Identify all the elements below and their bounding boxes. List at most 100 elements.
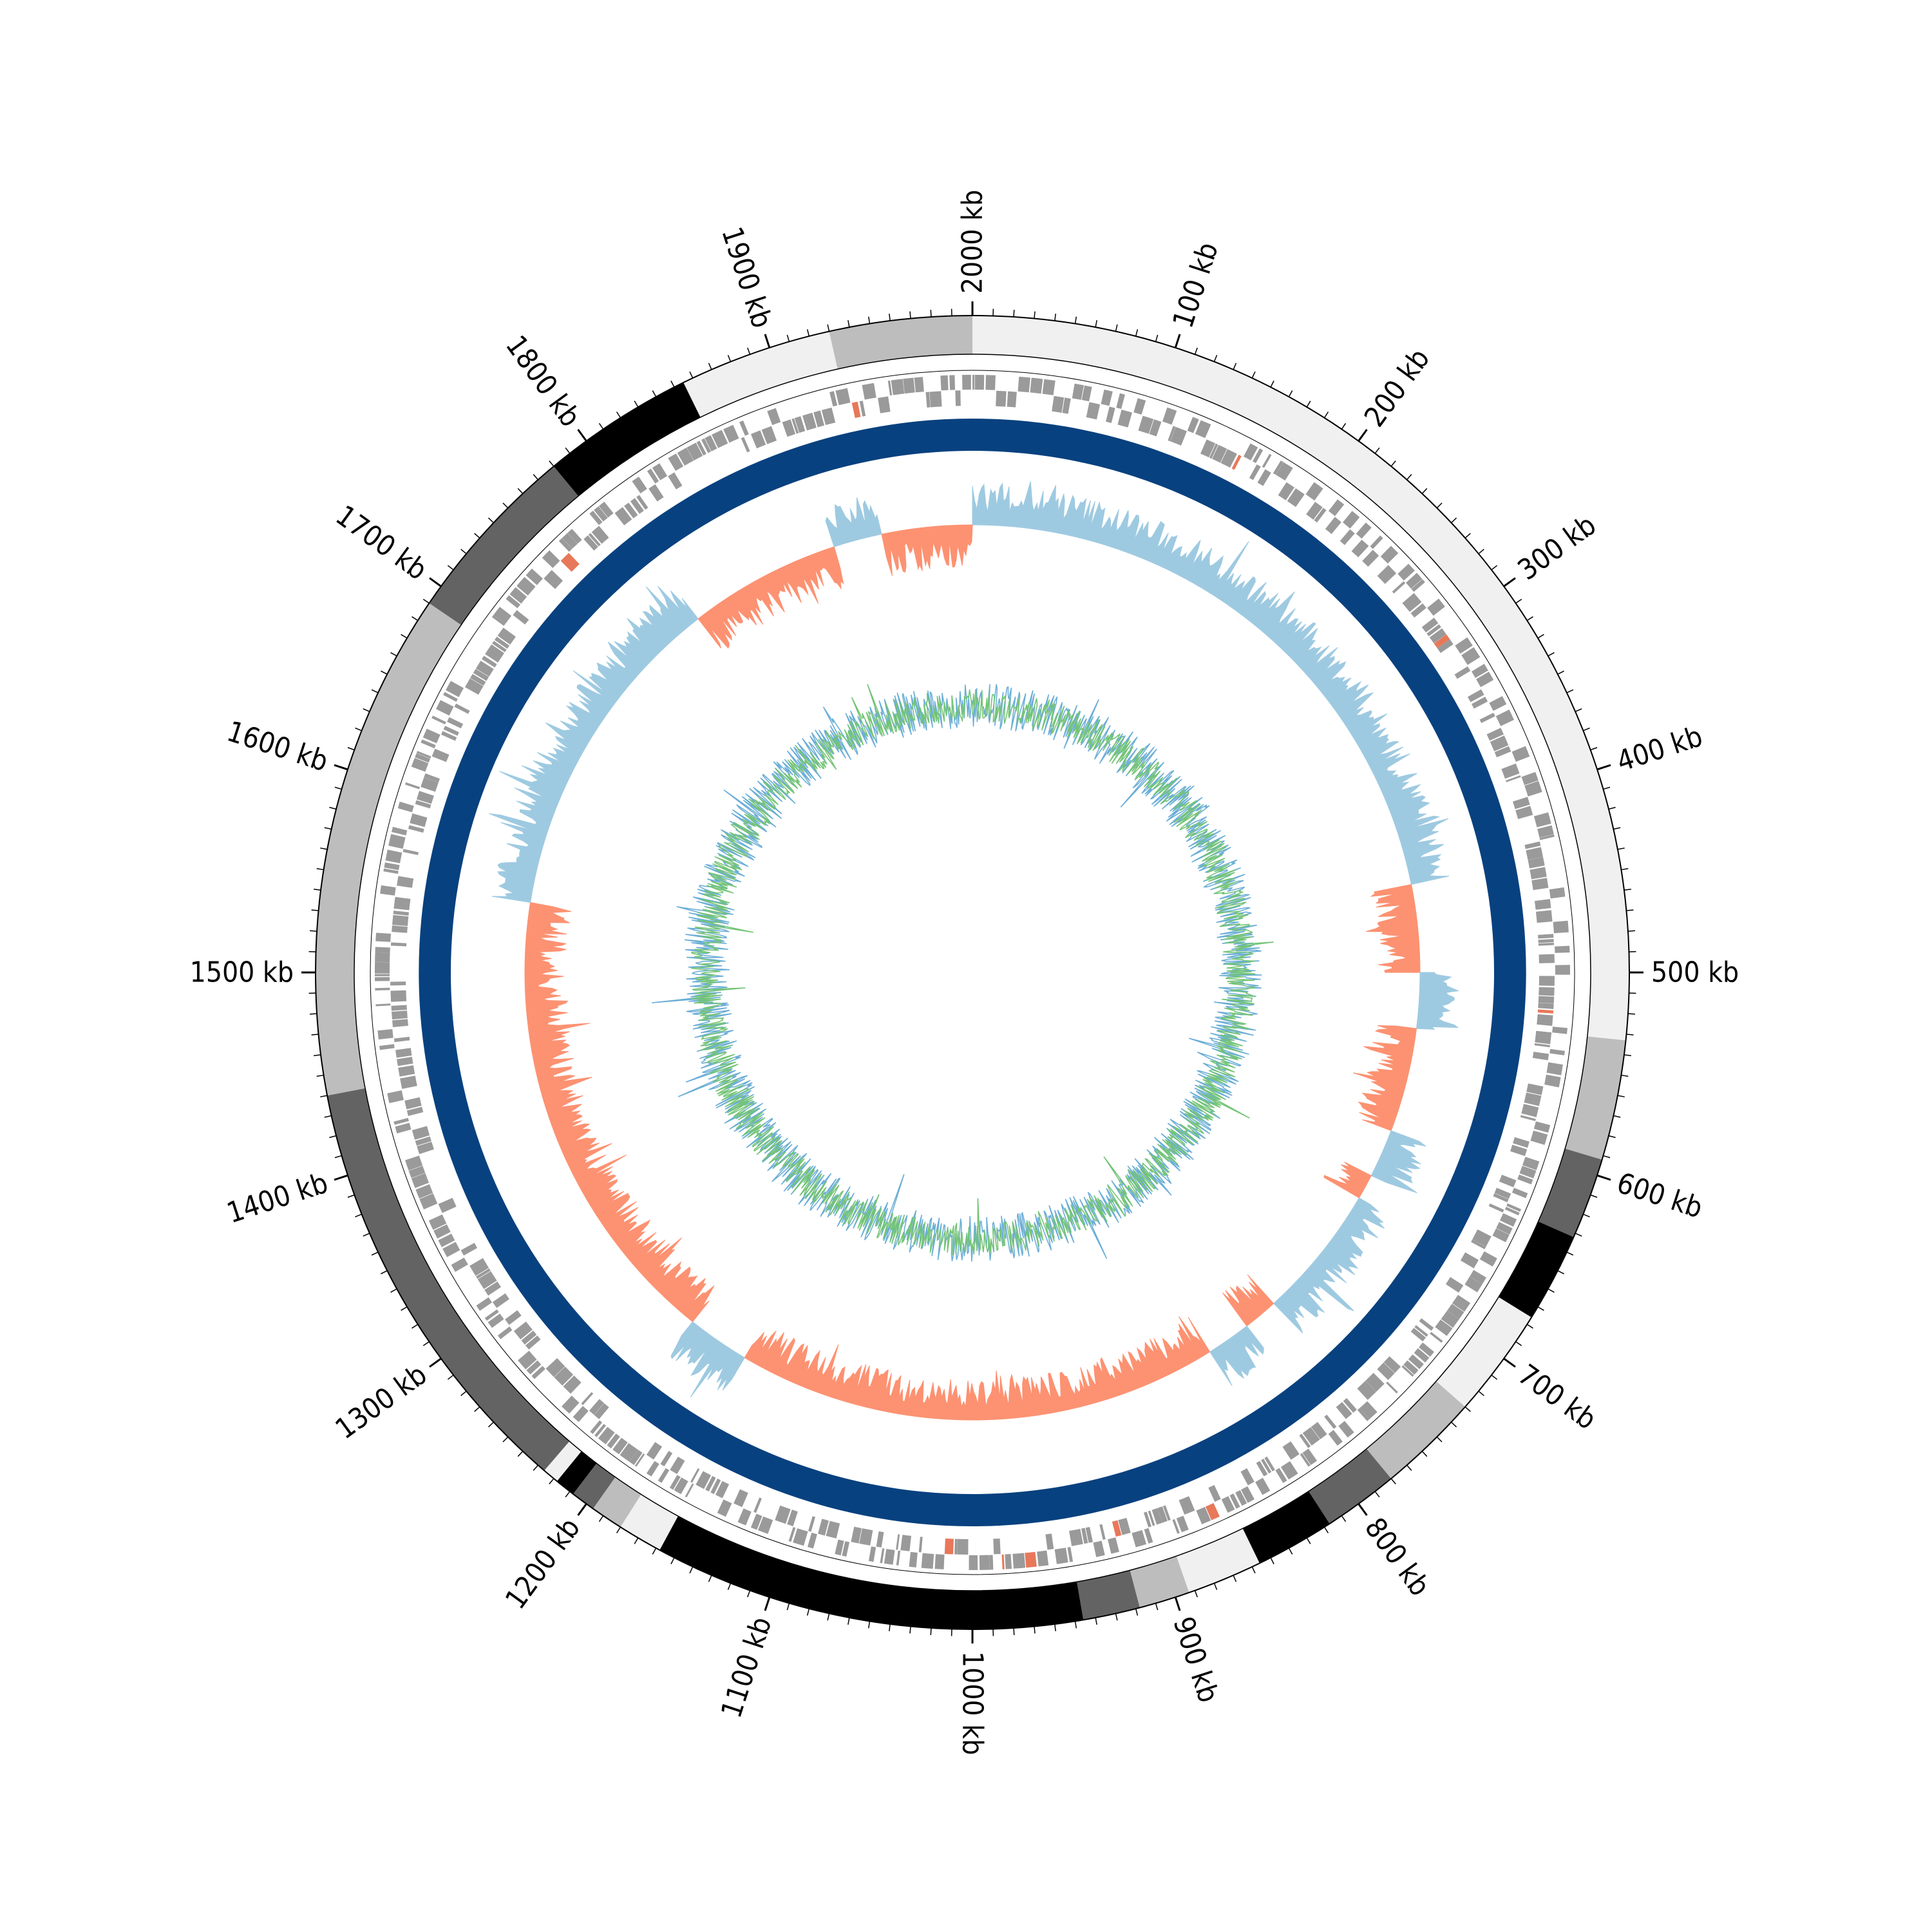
contig-segment-7 <box>1242 1491 1330 1564</box>
cds-feature <box>670 1456 685 1474</box>
cds-feature <box>1535 1030 1552 1045</box>
cds-feature <box>1132 1530 1147 1548</box>
cds-feature <box>491 614 506 626</box>
minor-tick <box>474 1406 480 1412</box>
tick-label-11: 1100 kb <box>715 1613 778 1722</box>
minor-tick <box>1478 1390 1484 1396</box>
cds-feature <box>412 1126 430 1140</box>
cds-feature <box>1386 1381 1398 1394</box>
cds-feature <box>1421 618 1439 633</box>
major-tick <box>1503 1358 1516 1368</box>
cds-feature <box>484 1309 499 1321</box>
minor-tick <box>565 447 571 454</box>
minor-tick <box>1155 1603 1159 1611</box>
cds-feature <box>1302 1448 1318 1465</box>
cds-feature <box>1539 954 1555 963</box>
minor-tick <box>320 848 328 850</box>
cds-feature <box>1544 1074 1561 1088</box>
cds-feature <box>989 1555 994 1570</box>
cds-feature <box>925 392 931 408</box>
minor-tick <box>549 460 554 467</box>
cds-feature <box>397 876 414 888</box>
cds-feature <box>1538 1003 1554 1009</box>
cds-feature <box>397 1056 413 1066</box>
cds-feature <box>392 1010 408 1019</box>
cds-feature <box>1460 1252 1479 1269</box>
minor-tick <box>909 311 911 319</box>
contig-segment-6 <box>1309 1448 1392 1524</box>
major-tick <box>1358 429 1368 442</box>
cds-feature <box>1472 1229 1492 1247</box>
cds-feature <box>1240 1486 1255 1503</box>
minor-tick <box>488 517 494 524</box>
cds-feature <box>1535 910 1553 923</box>
cds-feature <box>957 1539 969 1555</box>
cds-feature <box>473 668 489 681</box>
contig-segment-4 <box>1436 1297 1532 1407</box>
cds-feature <box>1365 1372 1385 1392</box>
cds-feature <box>1144 1528 1153 1544</box>
cds-track <box>370 370 1575 1575</box>
cds-feature <box>1402 592 1422 612</box>
cds-feature <box>438 1233 455 1247</box>
cds-feature <box>454 703 470 714</box>
cds-feature <box>1452 1294 1471 1312</box>
minor-tick <box>533 1464 539 1471</box>
minor-tick <box>1583 727 1590 732</box>
cds-feature <box>624 502 638 518</box>
cds-feature <box>1472 663 1488 678</box>
minor-tick <box>1464 1406 1471 1412</box>
cds-feature <box>388 834 406 849</box>
cds-feature <box>817 1519 829 1536</box>
cds-feature <box>505 1310 522 1325</box>
cds-feature <box>424 773 440 783</box>
cds-feature <box>1264 1456 1275 1472</box>
cds-feature <box>972 375 974 390</box>
minor-tick <box>727 1583 732 1590</box>
contig-segment-17 <box>327 1088 570 1471</box>
minor-tick <box>1566 1251 1574 1256</box>
tick-label-13: 1300 kb <box>330 1358 433 1446</box>
gc-skew-segment-0 <box>972 481 1450 885</box>
cds-feature <box>404 1097 422 1110</box>
minor-tick <box>616 412 621 419</box>
cds-feature <box>985 375 996 390</box>
cds-feature <box>375 947 390 953</box>
cds-feature <box>513 610 529 625</box>
cds-feature <box>415 753 431 763</box>
cds-feature <box>900 1535 911 1551</box>
cds-feature <box>379 1044 395 1050</box>
cds-feature <box>1306 502 1323 520</box>
cds-feature <box>1476 672 1494 687</box>
cds-feature <box>1299 1434 1311 1448</box>
gc-skew-segment-6 <box>1273 1197 1385 1334</box>
cds-feature <box>1212 444 1227 463</box>
contig-segment-0 <box>972 316 1629 1041</box>
major-tick <box>1596 764 1611 771</box>
cds-feature <box>1252 448 1264 464</box>
cds-feature <box>1383 1356 1401 1373</box>
backbone-track <box>419 419 1526 1526</box>
minor-tick <box>1583 1213 1590 1218</box>
cds-feature <box>607 1434 620 1449</box>
minor-tick <box>324 1115 332 1118</box>
cds-feature <box>921 1553 934 1569</box>
cds-feature <box>620 1443 638 1462</box>
cds-feature <box>422 728 440 744</box>
cds-feature <box>375 933 391 942</box>
major-tick <box>1174 1596 1181 1611</box>
cds-feature <box>1018 376 1030 393</box>
cds-feature <box>614 507 632 526</box>
minor-tick <box>598 1515 604 1522</box>
cds-feature <box>581 1392 594 1405</box>
cds-feature <box>1138 415 1154 434</box>
cds-feature <box>390 981 406 986</box>
contig-segment-11 <box>659 1516 1084 1629</box>
cds-feature <box>1493 1193 1509 1202</box>
cds-track-outer-circle <box>370 370 1575 1575</box>
cds-feature <box>1429 628 1446 643</box>
gc-skew-segment-7 <box>1222 1274 1274 1327</box>
cds-feature <box>696 440 706 456</box>
cds-feature <box>416 791 434 804</box>
cds-feature <box>1434 634 1450 649</box>
